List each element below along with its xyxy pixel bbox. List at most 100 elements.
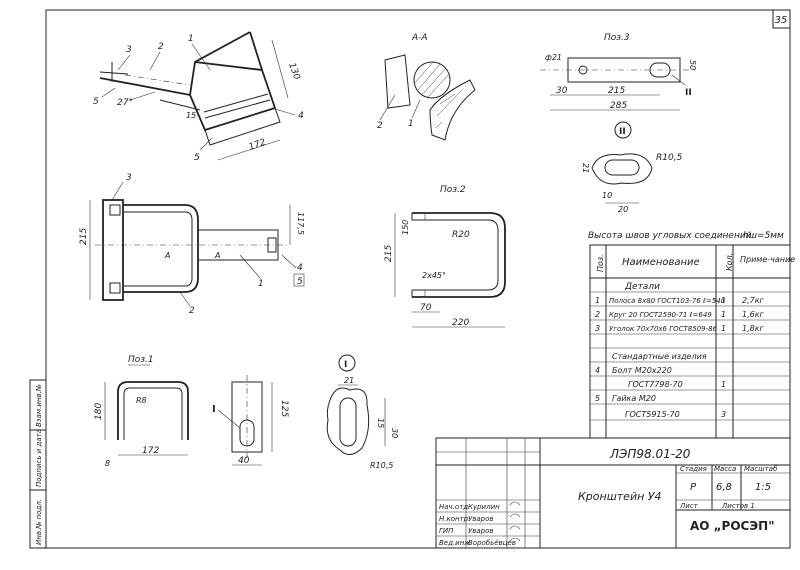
- person2-name: Уваров: [468, 515, 494, 523]
- spec-std2-qty: 1: [721, 380, 726, 389]
- title-stage: Р: [690, 482, 697, 493]
- sheet-number: 35: [775, 15, 788, 26]
- title-name: Кронштейн У4: [578, 490, 662, 503]
- dim-15: 15: [186, 111, 196, 120]
- spec-std1-pos: 4: [595, 366, 600, 375]
- weld-note: Высота швов угловых соединений: [588, 231, 752, 241]
- leader-2-iso: 2: [158, 42, 164, 52]
- title-sheet-label: Лист: [679, 502, 699, 510]
- dim-172-p1: 172: [142, 446, 159, 456]
- signatures: [509, 501, 521, 542]
- dim-180: 180: [94, 403, 104, 420]
- title-company: АО „РОСЭП": [690, 519, 774, 533]
- spec-row3-name: Уголок 70х70х6 ГОСТ8509-86: [609, 325, 718, 333]
- spec-row2-pos: 2: [595, 310, 600, 319]
- spec-row3-note: 1,8кг: [742, 324, 765, 333]
- dim-215-p2: 215: [384, 245, 394, 262]
- stamp-inv: Инв.№ подл.: [35, 499, 43, 545]
- leader-2-sec: 2: [377, 121, 383, 131]
- person2-role: Н.контр.: [439, 515, 470, 523]
- dim-8: 8: [105, 459, 110, 468]
- spec-std4-name: ГОСТ5915-70: [625, 410, 680, 419]
- pos1-view: Поз.1 R8 180 172 8 125 40 I: [94, 355, 289, 468]
- spec-row2-qty: 1: [721, 310, 726, 319]
- isometric-view: 130 172 15 27° 3 2 1 5 4 5: [93, 31, 304, 163]
- detail-i-view: I 21 15 30 R10,5: [326, 354, 399, 470]
- spec-row2-name: Круг 20 ГОСТ2590-71 ℓ=649: [609, 311, 712, 319]
- detail-ii-view: II R10,5 21 10 20: [581, 121, 683, 214]
- spec-table[interactable]: Поз. Наименование Кол. Приме-чание Детал…: [589, 244, 795, 439]
- stamp-sign: Подпись и дата: [35, 429, 43, 487]
- leader-1-iso: 1: [188, 34, 194, 44]
- title-scale-label: Масштаб: [744, 465, 778, 473]
- leader-4-iso: 4: [298, 111, 304, 121]
- dim-r105-i: R10,5: [370, 461, 393, 470]
- spec-header-pos: Поз.: [596, 254, 605, 272]
- dim-117: 117,5: [296, 212, 305, 235]
- dim-220: 220: [452, 318, 469, 328]
- view-arrow-a2: А: [214, 251, 220, 260]
- leader-5-iso-a: 5: [93, 97, 99, 107]
- dim-chamfer: 2х45°: [422, 271, 446, 280]
- title-designation: ЛЭП98.01-20: [609, 447, 691, 461]
- pos2-label: Поз.2: [440, 185, 466, 195]
- spec-std4-qty: 3: [721, 410, 726, 419]
- detail-ii-ref: II: [685, 88, 692, 98]
- weld-height: hш=5мм: [743, 231, 784, 241]
- dim-30-i: 30: [390, 428, 399, 438]
- spec-row1-qty: 1: [721, 296, 726, 305]
- dim-125: 125: [279, 400, 289, 417]
- dim-70: 70: [420, 303, 432, 313]
- pos3-label: Поз.3: [604, 33, 630, 43]
- spec-std2-name: ГОСТ7798-70: [628, 380, 683, 389]
- stamp-replace: Взам.инв.№: [35, 384, 43, 427]
- detail-i-label: I: [344, 360, 347, 370]
- dim-130: 130: [286, 62, 301, 82]
- dim-215-p3: 215: [608, 86, 625, 96]
- pos1-label: Поз.1: [128, 355, 154, 365]
- view-arrow-a1: А: [164, 251, 170, 260]
- person3-role: ГИП: [439, 527, 454, 535]
- title-stage-label: Стадия: [680, 465, 707, 473]
- dim-172-iso: 172: [248, 137, 268, 152]
- leader-3-iso: 3: [126, 45, 132, 55]
- person1-role: Нач.отд: [439, 503, 468, 511]
- leader-5-front: 5: [297, 277, 303, 287]
- dim-21-ii: 21: [581, 163, 590, 173]
- dim-r105-ii: R10,5: [656, 153, 683, 163]
- title-block: ЛЭП98.01-20 Кронштейн У4 Стадия Масса Ма…: [435, 437, 791, 549]
- title-mass: 6,8: [716, 482, 732, 493]
- leader-4-front: 4: [297, 263, 303, 273]
- spec-row1-note: 2,7кг: [742, 296, 765, 305]
- pos3-view: Поз.3 ф21 215 30 285 50 II: [540, 33, 697, 111]
- spec-row3-pos: 3: [595, 324, 600, 333]
- dim-150: 150: [401, 220, 410, 235]
- person4-name: Воробьёвцев: [468, 539, 516, 547]
- pos2-view: Поз.2 215 150 R20 2х45° 70 220: [384, 185, 506, 328]
- side-stamp: Инв.№ подл. Подпись и дата Взам.инв.№: [29, 379, 47, 549]
- dim-215-front: 215: [79, 228, 89, 245]
- dim-phi21: ф21: [545, 53, 562, 62]
- spec-header-name: Наименование: [622, 257, 700, 268]
- spec-std3-pos: 5: [595, 394, 600, 403]
- person1-name: Курилин: [468, 503, 500, 511]
- leader-2-front: 2: [189, 306, 195, 316]
- detail-ii-label: II: [619, 127, 626, 137]
- dim-20-ii: 20: [618, 205, 628, 214]
- sheet-number-box: [772, 9, 791, 29]
- title-mass-label: Масса: [714, 465, 736, 473]
- section-label: А-А: [411, 33, 428, 43]
- spec-std1-name: Болт М20х220: [612, 366, 672, 375]
- detail-i-ref: I: [212, 404, 216, 415]
- spec-row3-qty: 1: [721, 324, 726, 333]
- title-scale: 1:5: [755, 482, 771, 493]
- dim-15-i: 15: [376, 418, 385, 428]
- spec-section-std: Стандартные изделия: [612, 352, 707, 361]
- section-a-a: А-А 2 1: [377, 33, 476, 141]
- spec-header-qty: Кол.: [725, 253, 734, 271]
- front-view: 215 117,5 А А 3 1 2 4 5: [79, 173, 305, 316]
- dim-40: 40: [238, 456, 250, 466]
- spec-row2-note: 1,6кг: [742, 310, 765, 319]
